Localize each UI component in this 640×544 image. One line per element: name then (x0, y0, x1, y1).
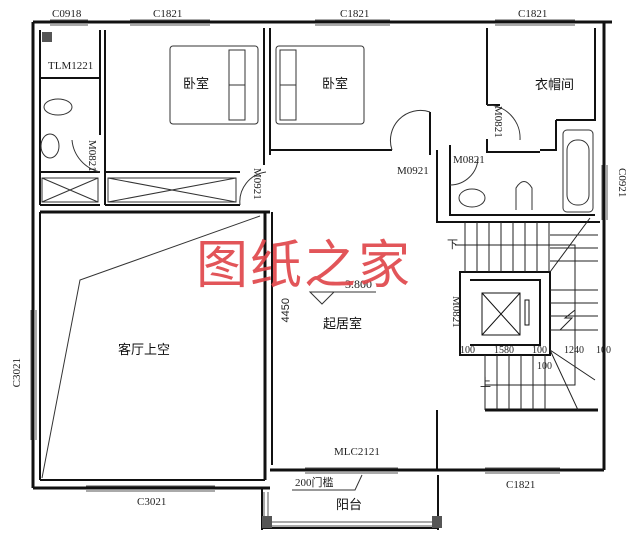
threshold-label: 200门槛 (295, 477, 334, 489)
stair-down-label: 下 (447, 239, 458, 251)
stair-dim-4: 1240 (564, 345, 584, 356)
window-label-c3021-left: C3021 (11, 358, 23, 388)
room-bedroom-left: 卧室 (183, 77, 210, 92)
door-label-m0921-bedroom-left: M0921 (251, 168, 263, 200)
elevation-label: 3.800 (345, 277, 372, 291)
stair-dim-3: 100 (532, 345, 547, 356)
door-label-tlm1221: TLM1221 (48, 60, 94, 72)
door-label-m0821-elevator: M0821 (450, 296, 462, 328)
stair-dim-1: 100 (460, 345, 475, 356)
window-label-c3021-bottom: C3021 (137, 496, 167, 508)
window-label-c1821-bottom: C1821 (506, 479, 536, 491)
room-bedroom-middle: 卧室 (322, 77, 349, 92)
room-cloakroom: 衣帽间 (535, 78, 575, 93)
window-label-c0921: C0921 (616, 168, 628, 198)
room-balcony: 阳台 (336, 498, 363, 513)
stair-dim-5: 100 (596, 345, 611, 356)
room-living: 起居室 (323, 317, 363, 332)
window-label-c1821-right: C1821 (518, 8, 548, 20)
stair-dim-2: 1580 (494, 345, 514, 356)
dimension-4450: 4450 (280, 298, 292, 323)
door-label-m0821-bath-left: M0821 (86, 140, 98, 172)
stair-dim-below: 100 (537, 361, 552, 372)
door-label-m0921-bedroom-middle: M0921 (397, 165, 429, 177)
window-label-c1821-left: C1821 (153, 8, 183, 20)
door-label-mlc2121: MLC2121 (334, 446, 380, 458)
room-living-void: 客厅上空 (118, 343, 171, 358)
window-label-c0918: C0918 (52, 8, 82, 20)
door-label-m0821-cloakroom: M0821 (492, 106, 504, 138)
stair-up-label: 上 (480, 377, 491, 389)
watermark-text: 图纸之家 (196, 236, 413, 296)
door-label-m0821-bath-right: M0821 (453, 154, 485, 166)
window-label-c1821-middle: C1821 (340, 8, 370, 20)
